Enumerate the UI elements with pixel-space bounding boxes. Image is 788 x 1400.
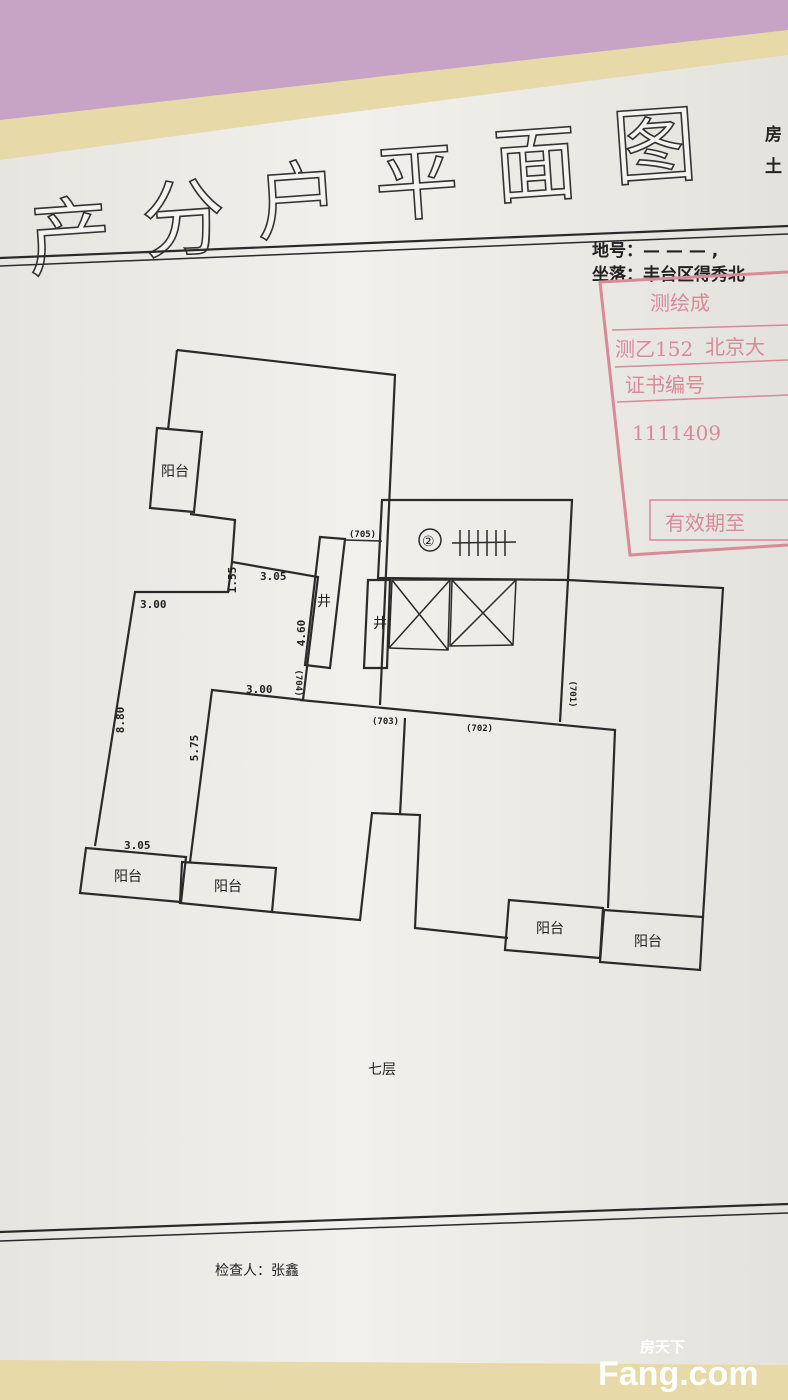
shaft-label: 井 <box>317 594 331 610</box>
parcel-number: 地号：— — — , <box>592 240 718 261</box>
balcony-label: 阳台 <box>114 869 142 885</box>
svg-text:Fang.com: Fang.com <box>598 1355 759 1393</box>
stair-hatch-icon <box>459 530 506 556</box>
title-rule-2 <box>0 233 788 267</box>
footer-rule <box>0 1202 788 1234</box>
unit-code-704: (704) <box>293 669 303 696</box>
title-rule <box>0 224 788 260</box>
floor-plan: 阳台 阳台 阳台 阳台 阳台 井 井 ② 1.55 3.05 3.00 4.60… <box>78 348 725 972</box>
footer-rule-2 <box>0 1212 788 1242</box>
balcony-1 <box>148 426 204 514</box>
elevator-icon <box>388 579 517 651</box>
stair-number: ② <box>422 534 435 550</box>
side-label-land: 土 <box>765 156 782 177</box>
stamp-company: 北京大 <box>705 335 765 359</box>
shaft-1 <box>303 535 347 670</box>
dim-label: 3.00 <box>140 598 167 611</box>
dim-label: 5.75 <box>188 735 201 762</box>
unit-code-705: (705) <box>349 530 376 540</box>
svg-text:平: 平 <box>371 132 462 236</box>
dim-label: 4.60 <box>295 620 308 647</box>
balcony-label: 阳台 <box>214 879 242 895</box>
dim-label: 3.05 <box>260 570 287 583</box>
document-title: 产 分 户 平 面 图 <box>23 94 700 290</box>
stairwell <box>376 498 574 582</box>
unit-code-701: (701) <box>567 680 577 707</box>
dim-label: 3.00 <box>246 683 273 696</box>
unit-code-703: (703) <box>372 717 399 727</box>
dim-label: 8.80 <box>114 707 127 734</box>
svg-text:房天下: 房天下 <box>640 1338 685 1356</box>
stamp-number: 1111409 <box>632 421 721 445</box>
shaft-label: 井 <box>373 616 387 632</box>
svg-text:图: 图 <box>609 95 700 199</box>
watermark-logo: 房天下 Fang.com <box>598 1338 759 1393</box>
floor-label: 七层 <box>368 1062 396 1078</box>
stamp-valid: 有效期至 <box>665 511 745 535</box>
balcony-5 <box>598 908 705 972</box>
side-label-house: 房 <box>765 124 782 145</box>
balcony-label: 阳台 <box>634 934 662 950</box>
unit-code-702: (702) <box>466 724 493 734</box>
dim-label: 3.05 <box>124 839 151 852</box>
dim-label: 1.55 <box>226 567 239 594</box>
inspector: 检查人：张鑫 <box>215 1262 299 1279</box>
stamp-line1: 测绘成 <box>650 291 710 315</box>
balcony-label: 阳台 <box>536 921 564 937</box>
svg-text:户: 户 <box>252 150 343 254</box>
shaft-2 <box>362 578 392 670</box>
stamp-cert: 证书编号 <box>625 373 705 397</box>
surveyor-stamp: 测绘成 测乙152 北京大 证书编号 1111409 有效期至 <box>598 270 788 557</box>
svg-text:分: 分 <box>138 168 229 272</box>
svg-text:面: 面 <box>490 113 581 217</box>
balcony-label: 阳台 <box>161 464 189 480</box>
stamp-license: 测乙152 <box>615 337 693 361</box>
svg-text:产: 产 <box>24 186 115 290</box>
